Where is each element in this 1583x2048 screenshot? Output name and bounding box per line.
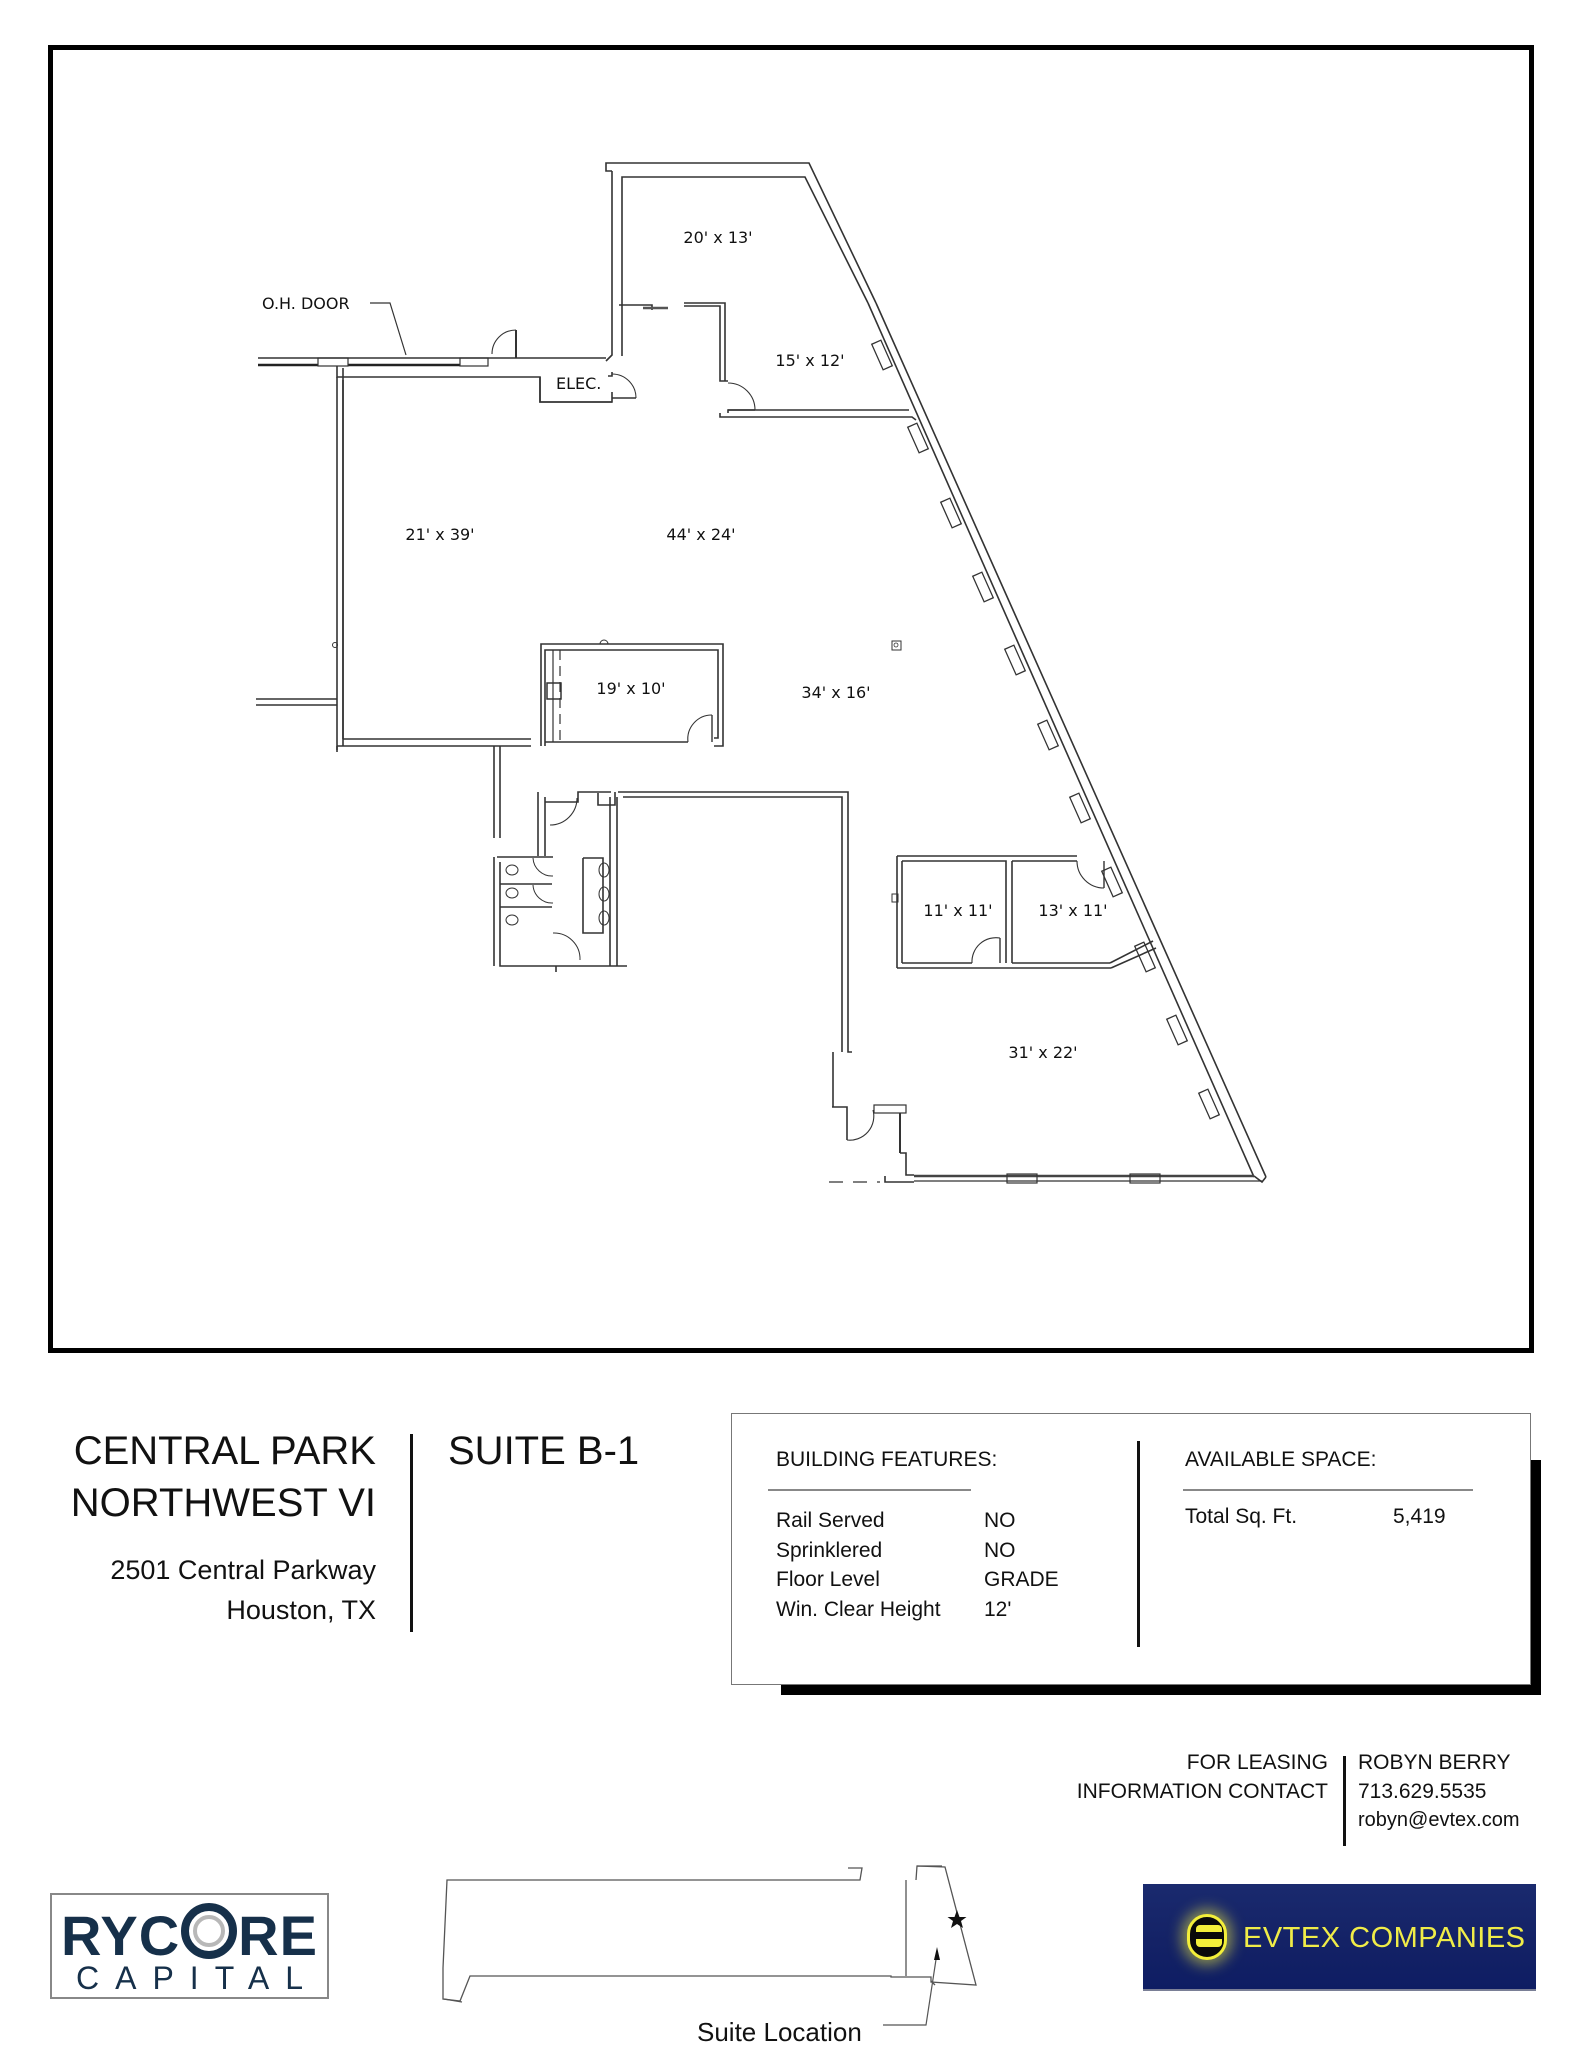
space-value: 5,419 — [1393, 1505, 1446, 1528]
feature-value: NO — [984, 1509, 1016, 1532]
feature-label: Rail Served — [776, 1509, 885, 1532]
feature-row-clear-height: Win. Clear Height 12' — [776, 1595, 1076, 1625]
feature-value: 12' — [984, 1597, 1012, 1621]
address-street: 2501 Central Parkway — [110, 1555, 376, 1585]
feature-row-floor-level: Floor Level GRADE — [776, 1565, 1076, 1595]
restrooms — [493, 746, 852, 1053]
room-label-11x11: 11' x 11' — [923, 901, 992, 920]
feature-value: NO — [984, 1538, 1016, 1562]
address-city: Houston, TX — [226, 1595, 376, 1625]
wall-east-diagonal — [867, 302, 1267, 1178]
property-name: CENTRAL PARK NORTHWEST VI — [71, 1425, 376, 1529]
offices-east — [891, 855, 1157, 969]
feature-label: Floor Level — [776, 1568, 880, 1591]
features-box: BUILDING FEATURES: Rail Served NO Sprink… — [731, 1413, 1531, 1685]
available-space-row-total: Total Sq. Ft. 5,419 — [1185, 1502, 1485, 1532]
room-label-20x13: 20' x 13' — [683, 228, 752, 247]
features-divider — [1137, 1441, 1140, 1647]
contact-email[interactable]: robyn@evtex.com — [1358, 1809, 1520, 1831]
property-address: 2501 Central Parkway Houston, TX — [110, 1550, 376, 1630]
room-label-34x16: 34' x 16' — [801, 683, 870, 702]
leasing-label: FOR LEASING INFORMATION CONTACT — [1077, 1748, 1328, 1806]
wall-north-block — [605, 162, 917, 421]
feature-label: Win. Clear Height — [776, 1597, 941, 1621]
building-features-list: Rail Served NO Sprinklered NO Floor Leve… — [776, 1506, 1076, 1624]
room-label-44x24: 44' x 24' — [666, 525, 735, 544]
rycore-subtitle: CAPITAL — [76, 1960, 319, 1996]
feature-row-sprinklered: Sprinklered NO — [776, 1536, 1076, 1566]
rycore-text-end: RE — [238, 1904, 318, 1967]
room-label-13x11: 13' x 11' — [1038, 901, 1107, 920]
rycore-wordmark: RYC RE — [52, 1903, 327, 1964]
oh-door-callout: O.H. DOOR — [262, 294, 350, 313]
room-labels: 20' x 13' 15' x 12' 21' x 39' 44' x 24' … — [262, 228, 1108, 1062]
rycore-o-ring-icon — [181, 1903, 238, 1959]
feature-row-rail: Rail Served NO — [776, 1506, 1076, 1536]
room-kitchenette — [540, 639, 902, 747]
contact-phone[interactable]: 713.629.5535 — [1358, 1780, 1487, 1803]
room-label-15x12: 15' x 12' — [775, 351, 844, 370]
leasing-divider — [1343, 1756, 1346, 1846]
star-icon — [947, 1910, 967, 1928]
available-space-rule — [1183, 1489, 1473, 1491]
suite-title: SUITE B-1 — [448, 1429, 640, 1473]
evtex-e-icon — [1187, 1914, 1227, 1960]
title-divider — [410, 1434, 413, 1632]
property-name-line1: CENTRAL PARK — [73, 1429, 376, 1473]
suite-location-label: Suite Location — [697, 2017, 862, 2047]
floor-plan-frame — [48, 45, 1534, 1353]
leasing-label-line1: FOR LEASING — [1186, 1751, 1328, 1774]
property-name-line2: NORTHWEST VI — [70, 1481, 376, 1525]
building-features-heading: BUILDING FEATURES: — [776, 1448, 998, 1471]
leasing-contact: ROBYN BERRY 713.629.5535 robyn@evtex.com — [1358, 1748, 1519, 1835]
wall-south-entry — [829, 1052, 1267, 1184]
site-location-map — [442, 1865, 977, 2026]
contact-name: ROBYN BERRY — [1358, 1751, 1511, 1774]
rycore-text-start: RYC — [61, 1904, 181, 1967]
leasing-label-line2: INFORMATION CONTACT — [1076, 1780, 1328, 1803]
room-label-19x10: 19' x 10' — [596, 679, 665, 698]
building-features-rule — [768, 1489, 971, 1491]
room-label-31x22: 31' x 22' — [1008, 1043, 1077, 1062]
space-label: Total Sq. Ft. — [1185, 1505, 1298, 1528]
room-label-21x39: 21' x 39' — [405, 525, 474, 544]
feature-label: Sprinklered — [776, 1538, 883, 1562]
elec-room-label: ELEC. — [556, 374, 601, 393]
available-space-heading: AVAILABLE SPACE: — [1185, 1448, 1377, 1471]
wall-west — [256, 377, 531, 752]
evtex-wordmark: EVTEX COMPANIES — [1243, 1922, 1526, 1954]
evtex-companies-logo: EVTEX COMPANIES — [1143, 1884, 1536, 1991]
rycore-capital-logo: RYC RE CAPITAL — [50, 1893, 329, 1999]
feature-value: GRADE — [984, 1568, 1059, 1591]
